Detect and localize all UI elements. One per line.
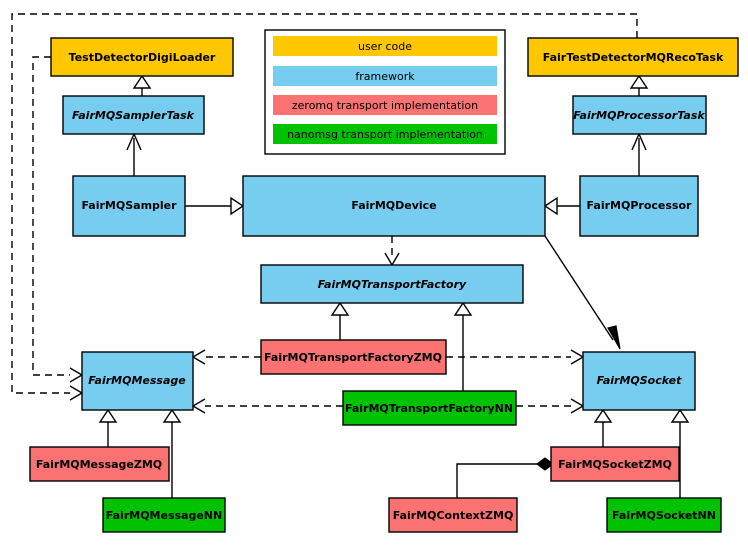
nodes-layer: TestDetectorDigiLoader FairTestDetectorM…: [29, 37, 739, 533]
legend-item-user-code: user code: [273, 36, 497, 56]
legend-label-zeromq: zeromq transport implementation: [292, 99, 478, 112]
node-label-FairMQTransportFactory: FairMQTransportFactory: [318, 278, 467, 291]
node-FairMQSocketZMQ[interactable]: FairMQSocketZMQ: [550, 446, 680, 482]
node-FairMQSamplerTask[interactable]: FairMQSamplerTask: [62, 95, 205, 135]
arrowhead-open-socket-left-lower: [570, 398, 585, 414]
node-FairMQSocket[interactable]: FairMQSocket: [582, 351, 696, 411]
node-label-FairMQMessageNN: FairMQMessageNN: [106, 509, 222, 522]
node-FairMQTransportFactory[interactable]: FairMQTransportFactory: [260, 264, 524, 304]
node-FairTestDetectorMQRecoTask[interactable]: FairTestDetectorMQRecoTask: [527, 37, 739, 77]
legend-label-framework: framework: [355, 70, 415, 83]
arrowhead-triangle-socket-right: [670, 408, 690, 423]
node-label-FairMQMessageZMQ: FairMQMessageZMQ: [36, 458, 162, 471]
arrowhead-open-message-left-upper: [69, 367, 84, 383]
arrowhead-open-socket-left-upper: [570, 349, 585, 365]
edge-contextzmq-to-socketzmq: [456, 463, 537, 498]
node-FairMQContextZMQ[interactable]: FairMQContextZMQ: [388, 497, 518, 533]
node-label-FairTestDetectorMQRecoTask: FairTestDetectorMQRecoTask: [543, 51, 724, 64]
node-label-FairMQSocket: FairMQSocket: [597, 374, 683, 387]
arrowhead-triangle-transportfactory-right: [453, 301, 473, 316]
edge-recotask-to-message-outer: [11, 13, 638, 394]
arrowhead-triangle-socket-left: [593, 408, 613, 423]
node-label-FairMQMessage: FairMQMessage: [88, 374, 186, 387]
node-FairMQProcessor[interactable]: FairMQProcessor: [579, 175, 699, 237]
arrowhead-triangle-digiloader: [132, 74, 152, 89]
arrowhead-triangle-device-right: [543, 196, 558, 216]
node-label-FairMQSocketZMQ: FairMQSocketZMQ: [558, 458, 672, 471]
legend-label-nanomsg: nanomsg transport implementation: [287, 128, 483, 141]
node-label-FairMQTransportFactoryZMQ: FairMQTransportFactoryZMQ: [264, 351, 442, 364]
node-FairMQMessageZMQ[interactable]: FairMQMessageZMQ: [29, 446, 170, 482]
node-TestDetectorDigiLoader[interactable]: TestDetectorDigiLoader: [50, 37, 234, 77]
arrowhead-triangle-recotask: [629, 74, 649, 89]
legend-label-user-code: user code: [358, 40, 412, 53]
node-label-FairMQSamplerTask: FairMQSamplerTask: [72, 109, 195, 122]
arrowhead-triangle-transportfactory-left: [330, 301, 350, 316]
node-label-FairMQSampler: FairMQSampler: [81, 199, 177, 212]
node-label-FairMQDevice: FairMQDevice: [351, 199, 436, 212]
node-label-FairMQContextZMQ: FairMQContextZMQ: [393, 509, 514, 522]
node-FairMQTransportFactoryNN[interactable]: FairMQTransportFactoryNN: [342, 390, 517, 426]
legend-item-zeromq: zeromq transport implementation: [273, 95, 497, 115]
node-label-FairMQTransportFactoryNN: FairMQTransportFactoryNN: [345, 402, 513, 415]
arrowhead-triangle-message-right: [162, 408, 182, 423]
arrowhead-open-message-right-upper: [191, 349, 206, 365]
node-label-FairMQProcessor: FairMQProcessor: [587, 199, 692, 212]
edge-device-to-socket: [544, 235, 614, 341]
node-label-FairMQSocketNN: FairMQSocketNN: [612, 509, 716, 522]
node-label-TestDetectorDigiLoader: TestDetectorDigiLoader: [69, 51, 216, 64]
node-FairMQTransportFactoryZMQ[interactable]: FairMQTransportFactoryZMQ: [260, 339, 447, 375]
node-FairMQMessage[interactable]: FairMQMessage: [81, 351, 194, 411]
node-FairMQMessageNN[interactable]: FairMQMessageNN: [102, 497, 226, 533]
arrowhead-triangle-message-left: [98, 408, 118, 423]
legend-swatch-framework: [273, 66, 497, 86]
legend-swatch-user-code: [273, 36, 497, 56]
legend-swatch-nanomsg: [273, 124, 497, 144]
node-FairMQProcessorTask[interactable]: FairMQProcessorTask: [572, 95, 707, 135]
legend: user code framework zeromq transport imp…: [264, 29, 506, 155]
arrowhead-triangle-device-left: [230, 196, 245, 216]
edges-layer: [11, 13, 690, 498]
arrowhead-solid-socket-top: [607, 325, 621, 350]
legend-item-nanomsg: nanomsg transport implementation: [273, 124, 497, 144]
node-FairMQDevice[interactable]: FairMQDevice: [242, 175, 546, 237]
legend-swatch-zeromq: [273, 95, 497, 115]
node-FairMQSampler[interactable]: FairMQSampler: [72, 175, 186, 237]
node-label-FairMQProcessorTask: FairMQProcessorTask: [573, 109, 705, 122]
edge-digiloader-to-message-outer: [32, 56, 70, 376]
arrowhead-open-message-right-lower: [191, 398, 206, 414]
arrowhead-open-message-left-lower: [69, 385, 84, 401]
node-FairMQSocketNN[interactable]: FairMQSocketNN: [606, 497, 722, 533]
legend-item-framework: framework: [273, 66, 497, 86]
